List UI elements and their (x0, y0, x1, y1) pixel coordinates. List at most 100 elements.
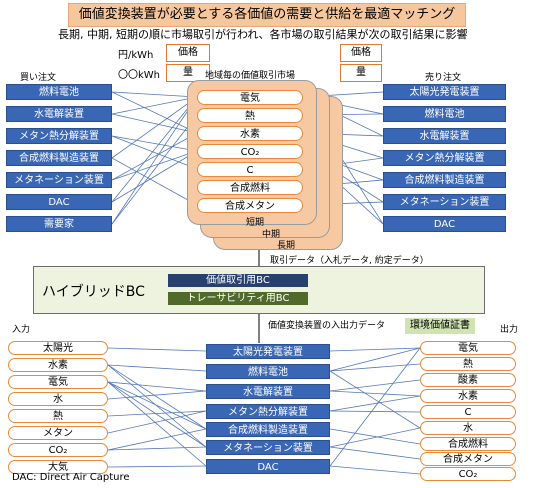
outputs-label: 出力 (500, 325, 519, 335)
sell-order-item: 合成燃料製造装置 (383, 172, 506, 188)
hybrid-bc-title: ハイブリッドBC (42, 284, 145, 300)
footnote: DAC: Direct Air Capture (12, 472, 130, 483)
output-item: 合成メタン (420, 452, 516, 466)
input-item: 太陽光 (8, 341, 108, 355)
input-device-link (107, 465, 207, 468)
market-item: 合成メタン (197, 198, 303, 213)
output-item: 合成燃料 (420, 437, 516, 451)
input-device-link (107, 347, 207, 352)
input-item: 電気 (8, 375, 108, 389)
device-output-link (329, 427, 421, 448)
buy-order-item: DAC (6, 194, 112, 210)
buy-order-item: 合成燃料製造装置 (6, 150, 112, 166)
output-item: CO₂ (420, 467, 516, 481)
sell-orders-label: 売り注文 (425, 73, 462, 83)
input-item: 水 (8, 392, 108, 406)
buy-market-link (111, 96, 198, 225)
output-item: 水素 (420, 389, 516, 403)
input-item: メタン (8, 426, 108, 440)
buy-market-link (111, 135, 198, 170)
converter-device: 太陽光発電装置 (206, 344, 330, 359)
market-item: 水素 (197, 126, 303, 141)
input-device-link (107, 390, 207, 400)
price-unit-label: 円/kWh (118, 50, 154, 61)
converter-device: 合成燃料製造装置 (206, 422, 330, 437)
input-item: 水素 (8, 358, 108, 372)
trade-data-label: 取引データ（入札データ, 約定データ） (270, 256, 429, 266)
page-subtitle: 長期, 中期, 短期の順に市場取引が行われ、各市場の取引結果が次の取引結果に影響 (58, 28, 468, 41)
input-device-link (107, 410, 207, 434)
io-data-label: 価値変換装置の入出力データ (268, 321, 386, 331)
sell-order-item: 水電解装置 (383, 128, 506, 144)
price-trading-bc: 価値取引用BC (168, 274, 308, 287)
term-long-label: 長期 (277, 241, 296, 251)
device-output-link (329, 395, 421, 412)
output-item: 電気 (420, 341, 516, 355)
output-item: 熱 (420, 357, 516, 371)
sell-order-item: メタネーション装置 (383, 194, 506, 210)
term-mid-label: 中期 (262, 230, 281, 240)
converter-device: DAC (206, 459, 330, 474)
input-device-link (107, 381, 207, 448)
input-device-link (107, 446, 207, 451)
device-output-link (329, 347, 421, 467)
buy-market-link (111, 96, 198, 203)
device-output-link (329, 410, 421, 413)
output-item: 酸素 (420, 373, 516, 387)
input-device-link (107, 410, 207, 417)
buy-market-link (111, 96, 198, 115)
sell-order-item: 燃料電池 (383, 106, 506, 122)
buy-order-item: メタネーション装置 (6, 172, 112, 188)
input-device-link (107, 428, 207, 451)
buy-market-link (111, 91, 198, 98)
traceability-bc: トレーサビリティ用BC (168, 292, 308, 305)
buy-orders-label: 買い注文 (20, 73, 57, 83)
input-device-link (107, 364, 207, 372)
input-device-link (107, 381, 207, 392)
buy-market-link (111, 91, 198, 134)
converter-device: メタン熱分解装置 (206, 404, 330, 419)
buy-market-link (111, 135, 198, 152)
device-output-link (329, 379, 421, 392)
buy-market-link (111, 157, 198, 206)
buy-order-item: 燃料電池 (6, 84, 112, 100)
input-item: 熱 (8, 409, 108, 423)
buy-order-item: 水電解装置 (6, 106, 112, 122)
device-output-link (329, 347, 421, 372)
buy-market-link (111, 114, 198, 225)
output-item: 水 (420, 421, 516, 435)
device-output-link (329, 465, 421, 475)
buy-market-link (111, 150, 198, 203)
buy-market-link (111, 132, 198, 181)
input-device-link (107, 381, 207, 467)
page-title: 価値変換装置が必要とする各価値の需要と供給を最適マッチング (68, 3, 466, 27)
market-item: CO₂ (197, 144, 303, 159)
sell-quantity-legend-box: 量 (340, 64, 382, 82)
input-item: CO₂ (8, 443, 108, 457)
converter-device: 燃料電池 (206, 364, 330, 379)
sell-order-item: DAC (383, 216, 506, 232)
market-item: C (197, 162, 303, 177)
output-item: C (420, 405, 516, 419)
buy-market-link (111, 113, 198, 134)
device-output-link (329, 390, 421, 397)
buy-order-item: 需要家 (6, 216, 112, 232)
buy-market-link (111, 150, 198, 181)
input-item: 大気 (8, 460, 108, 474)
term-short-label: 短期 (246, 218, 265, 228)
buy-order-item: メタン熱分解装置 (6, 128, 112, 144)
device-output-link (329, 446, 421, 460)
environmental-certificate: 環境価値証書 (405, 318, 475, 334)
inputs-label: 入力 (12, 325, 31, 335)
market-item: 熱 (197, 108, 303, 123)
market-item: 電気 (197, 90, 303, 105)
device-output-link (329, 363, 421, 372)
device-output-link (329, 347, 421, 352)
converter-device: 水電解装置 (206, 384, 330, 399)
input-device-link (107, 364, 207, 448)
input-device-link (107, 364, 207, 430)
device-output-link (329, 428, 421, 445)
sell-order-item: 太陽光発電装置 (383, 84, 506, 100)
converter-device: メタネーション装置 (206, 440, 330, 455)
price-legend-box: 価格 (166, 44, 210, 62)
